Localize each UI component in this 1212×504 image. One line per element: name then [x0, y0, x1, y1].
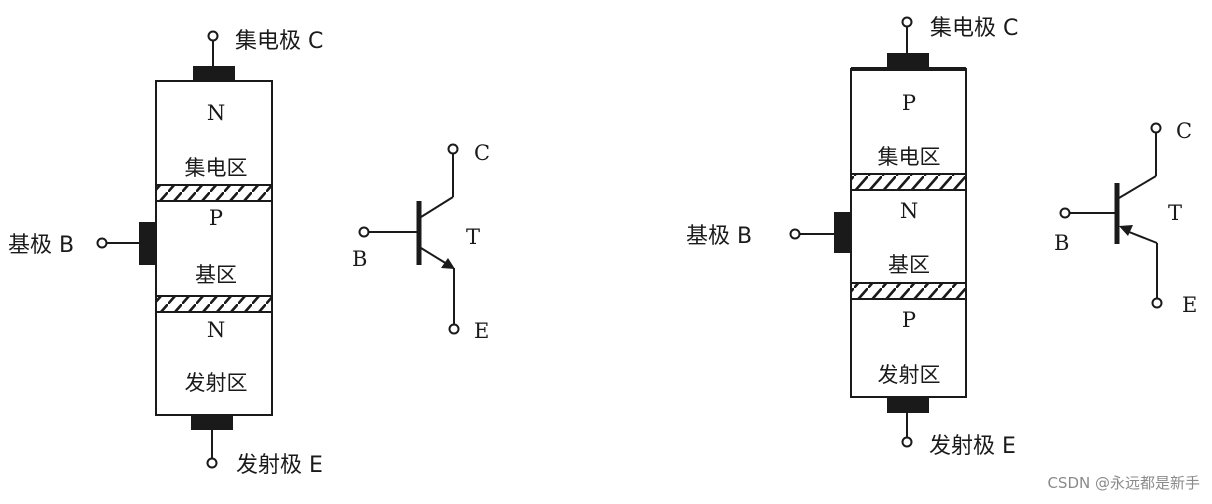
npn-symbol-e-label: E [474, 319, 489, 343]
npn-emitter-terminal [206, 457, 218, 469]
npn-base-label: 基极 B [8, 233, 74, 258]
pnp-symbol-collector-terminal [1150, 122, 1162, 134]
npn-symbol-emitter-arrow [441, 258, 455, 269]
pnp-symbol-emitter-terminal [1151, 297, 1163, 309]
pnp-middle-layer: N [900, 199, 918, 223]
npn-base-region: 基区 [195, 263, 237, 287]
pnp-collector-region: 集电区 [878, 145, 941, 169]
watermark: CSDN @永远都是新手 [1047, 474, 1200, 492]
npn-middle-layer: P [209, 206, 223, 230]
npn-cb-junction [155, 184, 273, 202]
npn-symbol-emitter-terminal [448, 323, 460, 335]
pnp-collector-label: 集电极 C [930, 16, 1018, 41]
pnp-collector-contact [887, 53, 929, 69]
pnp-structure: 集电极 C P 集电区 N 基区 P 发射区 基极 B 发射极 E [686, 16, 1018, 459]
pnp-symbol-collector-leg [1118, 175, 1157, 199]
pnp-symbol-base-terminal [1059, 207, 1071, 219]
pnp-base-contact [834, 212, 851, 253]
pnp-emitter-region: 发射区 [878, 363, 941, 387]
npn-base-contact [139, 222, 156, 265]
npn-emitter-region: 发射区 [185, 371, 248, 395]
pnp-symbol: C T B E [1054, 119, 1197, 317]
pnp-emitter-contact [887, 397, 929, 413]
npn-symbol-t-label: T [466, 225, 480, 249]
npn-collector-label: 集电极 C [235, 29, 323, 54]
pnp-base-region: 基区 [888, 253, 930, 277]
pnp-symbol-b-label: B [1054, 231, 1069, 255]
pnp-base-terminal [789, 228, 801, 240]
pnp-be-junction [850, 282, 967, 300]
npn-base-terminal [96, 237, 108, 249]
pnp-base-label: 基极 B [686, 224, 752, 249]
npn-symbol-c-label: C [474, 141, 490, 165]
npn-emitter-contact [191, 415, 233, 430]
npn-body [155, 80, 273, 416]
pnp-emitter-terminal [901, 436, 913, 448]
npn-symbol-collector-leg [420, 196, 454, 218]
pnp-symbol-c-label: C [1176, 119, 1192, 143]
npn-collector-region: 集电区 [185, 156, 248, 180]
npn-symbol-collector-terminal [447, 143, 459, 155]
npn-symbol-base-terminal [358, 226, 370, 238]
npn-be-junction [155, 295, 273, 313]
npn-symbol-b-label: B [352, 247, 367, 271]
npn-structure: 集电极 C N 集电区 P 基区 N 发射区 基极 B 发射极 E [8, 29, 323, 478]
npn-symbol-emitter-leg [420, 247, 448, 265]
pnp-symbol-e-label: E [1182, 293, 1197, 317]
npn-collector-terminal [207, 30, 219, 42]
npn-bottom-layer: N [207, 318, 225, 342]
pnp-symbol-emitter-arrow [1119, 225, 1133, 236]
npn-collector-contact [193, 66, 235, 81]
pnp-collector-terminal [901, 16, 913, 28]
pnp-symbol-t-label: T [1168, 201, 1182, 225]
npn-emitter-label: 发射极 E [236, 453, 323, 478]
pnp-body [850, 68, 967, 398]
pnp-bottom-layer: P [902, 308, 916, 332]
npn-top-layer: N [207, 101, 225, 125]
pnp-top-layer: P [902, 91, 916, 115]
npn-symbol: C T B E [352, 141, 490, 343]
pnp-cb-junction [850, 173, 967, 191]
pnp-emitter-label: 发射极 E [929, 434, 1016, 459]
